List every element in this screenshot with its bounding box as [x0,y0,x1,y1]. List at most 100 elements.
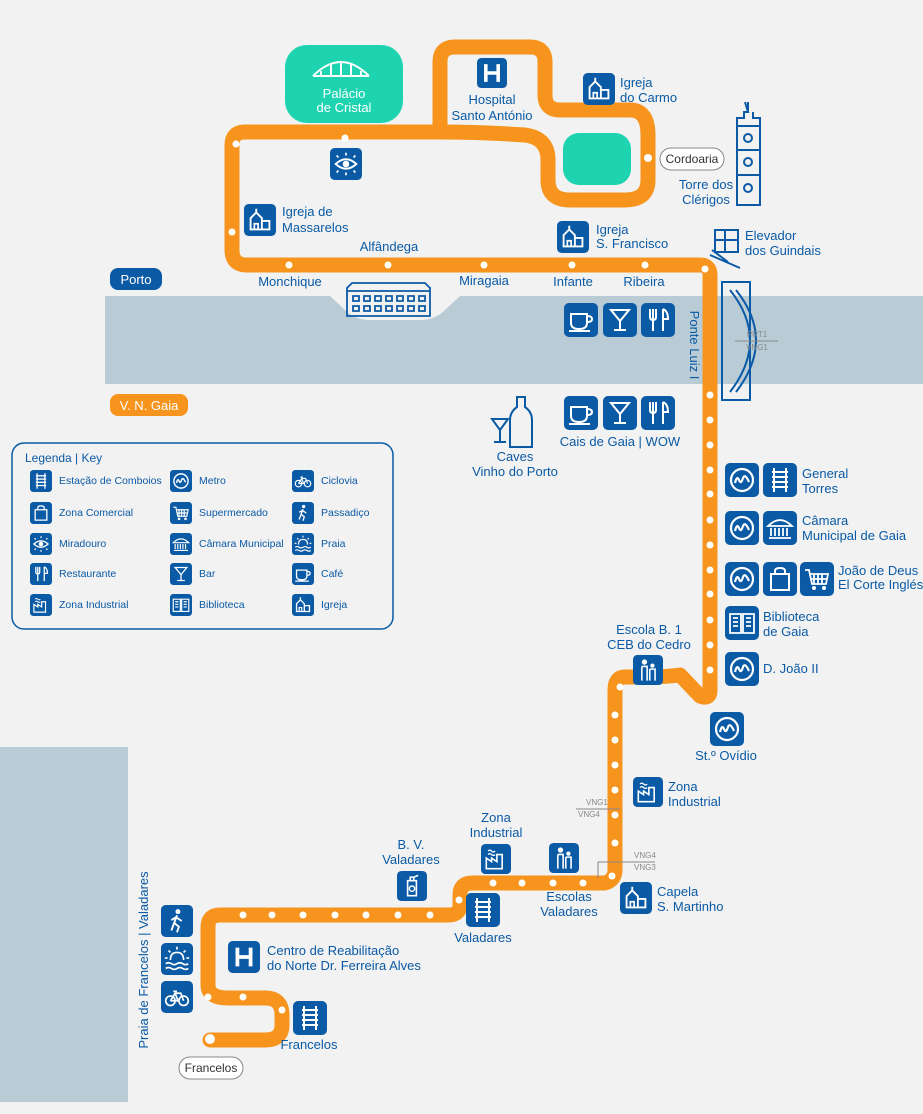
restaurant-icon [641,303,675,337]
porto-badge [110,268,162,290]
hospital-icon [477,58,507,88]
francelos-pill [178,1056,244,1080]
general-label-2: Torres [802,481,839,496]
coastline-band [0,747,128,1102]
bv-label-2: Valadares [382,852,440,867]
alfandega-label: Alfândega [360,239,419,254]
church-icon [557,221,589,253]
riverbank-notch [330,296,460,320]
beach-sun-icon [292,533,314,555]
metro-icon [725,511,759,545]
centro-label-2: do Norte Dr. Ferreira Alves [267,958,421,973]
monchique-label: Monchique [258,274,322,289]
train-station-icon [30,470,52,492]
book-icon [170,594,192,616]
miragaia-label: Miragaia [459,273,510,288]
legend-item-label: Ciclovia [321,475,358,487]
extinguisher-icon [397,871,427,901]
church-icon [292,594,314,616]
palacio-label-2: de Cristal [317,100,372,115]
legend-item-label: Zona Comercial [59,507,133,519]
cart-icon [170,502,192,524]
gaia-badge [110,394,188,416]
zona1-label-1: Zona [668,779,698,794]
coffee-cup-icon [564,396,598,430]
cordoaria-label: Cordoaria [666,152,719,166]
legend-item-label: Café [321,568,343,580]
townhall-icon [763,511,797,545]
general-label-1: General [802,466,848,481]
route-stops [204,134,714,1014]
centro-label-1: Centro de Reabilitação [267,943,399,958]
legend-item-label: Biblioteca [199,599,245,611]
vng1-code: VNG1 [586,798,608,807]
vng4-code-2: VNG4 [634,851,656,860]
hospital-label-1: Hospital [469,92,516,107]
escola-label-1: Escola B. 1 [616,622,682,637]
vng4-vng3-divider [597,861,655,878]
francelos-station-label: Francelos [280,1037,338,1052]
pedestrian-icon [292,502,314,524]
train-station-icon [466,893,500,927]
wine-glass-icon [170,563,192,585]
legend-item-label: Bar [199,568,216,580]
vng1-code-top: VNG1 [746,343,768,352]
bicycle-icon [292,470,314,492]
wine-glass-icon [603,303,637,337]
legend-item-label: Câmara Municipal [199,538,284,550]
legend-item-label: Passadiço [321,507,370,519]
church-icon [620,882,652,914]
cordoaria-garden [563,133,631,185]
caves-label-1: Caves [497,449,534,464]
palacio-label-1: Palácio [323,86,366,101]
legend-item-label: Miradouro [59,538,106,550]
francelos-end-label: Francelos [185,1061,238,1075]
elevador-label-2: dos Guindais [745,243,821,258]
igreja-carmo-label-1: Igreja [620,75,653,90]
school-icon [549,843,579,873]
metro-icon [725,562,759,596]
hospital-label-2: Santo António [452,108,533,123]
cordoaria-stop [644,154,652,162]
ovidio-label: St.º Ovídio [695,748,757,763]
torre-label-2: Clérigos [682,192,730,207]
caves-label-2: Vinho do Porto [472,464,558,479]
biblioteca-label-1: Biblioteca [763,609,820,624]
zona1-label-2: Industrial [668,794,721,809]
school-icon [633,655,663,685]
train-station-icon [293,1001,327,1035]
restaurant-icon [30,563,52,585]
escola-label-2: CEB do Cedro [607,637,691,652]
legend-item-label: Igreja [321,599,347,611]
viewpoint-eye-icon [30,533,52,555]
vng4-code: VNG4 [578,810,600,819]
escolas-label-2: Valadares [540,904,598,919]
shopping-bag-icon [763,562,797,596]
joao-label-1: João de Deus [838,563,919,578]
biblioteca-label-2: de Gaia [763,624,809,639]
coffee-cup-icon [292,563,314,585]
cordoaria-pill [659,147,725,171]
porto-label: Porto [120,272,151,287]
ponte-label: Ponte Luiz I [687,311,702,380]
cais-label: Cais de Gaia | WOW [560,434,681,449]
praia-label: Praia de Francelos | Valadares [136,871,151,1049]
beach-sun-icon [161,943,193,975]
book-icon [725,606,759,640]
infante-label: Infante [553,274,593,289]
djoao-label: D. João II [763,661,819,676]
legend-item-label: Restaurante [59,568,116,580]
restaurant-icon [641,396,675,430]
townhall-icon [170,533,192,555]
gaia-label: V. N. Gaia [120,398,180,413]
escolas-label-1: Escolas [546,889,592,904]
bicycle-icon [161,981,193,1013]
factory-icon [633,777,663,807]
cart-icon [800,562,834,596]
capela-label-1: Capela [657,884,699,899]
igreja-sf-label-2: S. Francisco [596,236,668,251]
coffee-cup-icon [564,303,598,337]
torre-label-1: Torre dos [679,177,734,192]
